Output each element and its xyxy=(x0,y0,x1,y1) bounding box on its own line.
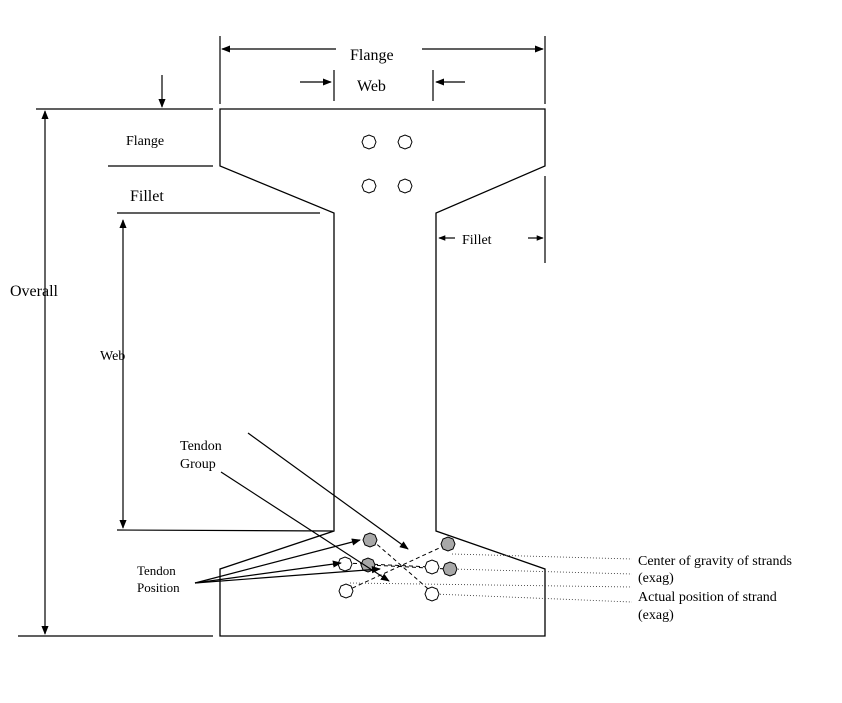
cg-strands-label-line1: Center of gravity of strands xyxy=(638,554,792,569)
i-beam-outline xyxy=(219,108,546,637)
tendon-position-arrows xyxy=(194,538,381,584)
left-flange-label: Flange xyxy=(126,134,164,149)
left-level-lines xyxy=(108,165,320,214)
tendon-group-arrows xyxy=(220,432,409,582)
cg-strands-label-line2: (exag) xyxy=(638,571,674,586)
left-web-label: Web xyxy=(100,349,125,364)
strand xyxy=(337,556,353,572)
right-fillet-label: Fillet xyxy=(462,233,492,248)
tendon-group-label-line2: Group xyxy=(180,457,216,472)
cg-strand xyxy=(360,557,376,573)
web-height-dimension xyxy=(116,219,334,532)
tendon-group-label-line1: Tendon xyxy=(180,439,222,454)
web-width-dimension xyxy=(300,70,465,101)
top-flange-strands xyxy=(361,134,413,194)
right-fillet-dimension xyxy=(438,176,546,263)
strand xyxy=(361,134,377,150)
tendon-position-label-line2: Position xyxy=(137,580,180,595)
cg-strand xyxy=(440,536,456,552)
actual-position-label-line2: (exag) xyxy=(638,608,674,623)
strand xyxy=(361,178,377,194)
strand xyxy=(397,178,413,194)
overall-height-dimension xyxy=(18,75,213,637)
cg-strand xyxy=(442,561,458,577)
cg-strand xyxy=(362,532,378,548)
strand xyxy=(424,559,440,575)
top-flange-label: Flange xyxy=(350,47,394,64)
actual-position-label-line1: Actual position of strand xyxy=(638,590,777,605)
left-fillet-label: Fillet xyxy=(130,188,164,205)
dotted-leaders xyxy=(349,553,633,603)
top-web-label: Web xyxy=(357,78,386,95)
overall-label: Overall xyxy=(10,283,59,300)
flange-width-dimension xyxy=(219,36,546,104)
tendon-position-label-line1: Tendon xyxy=(137,563,176,578)
strand xyxy=(338,583,354,599)
strand xyxy=(424,586,440,602)
strand xyxy=(397,134,413,150)
